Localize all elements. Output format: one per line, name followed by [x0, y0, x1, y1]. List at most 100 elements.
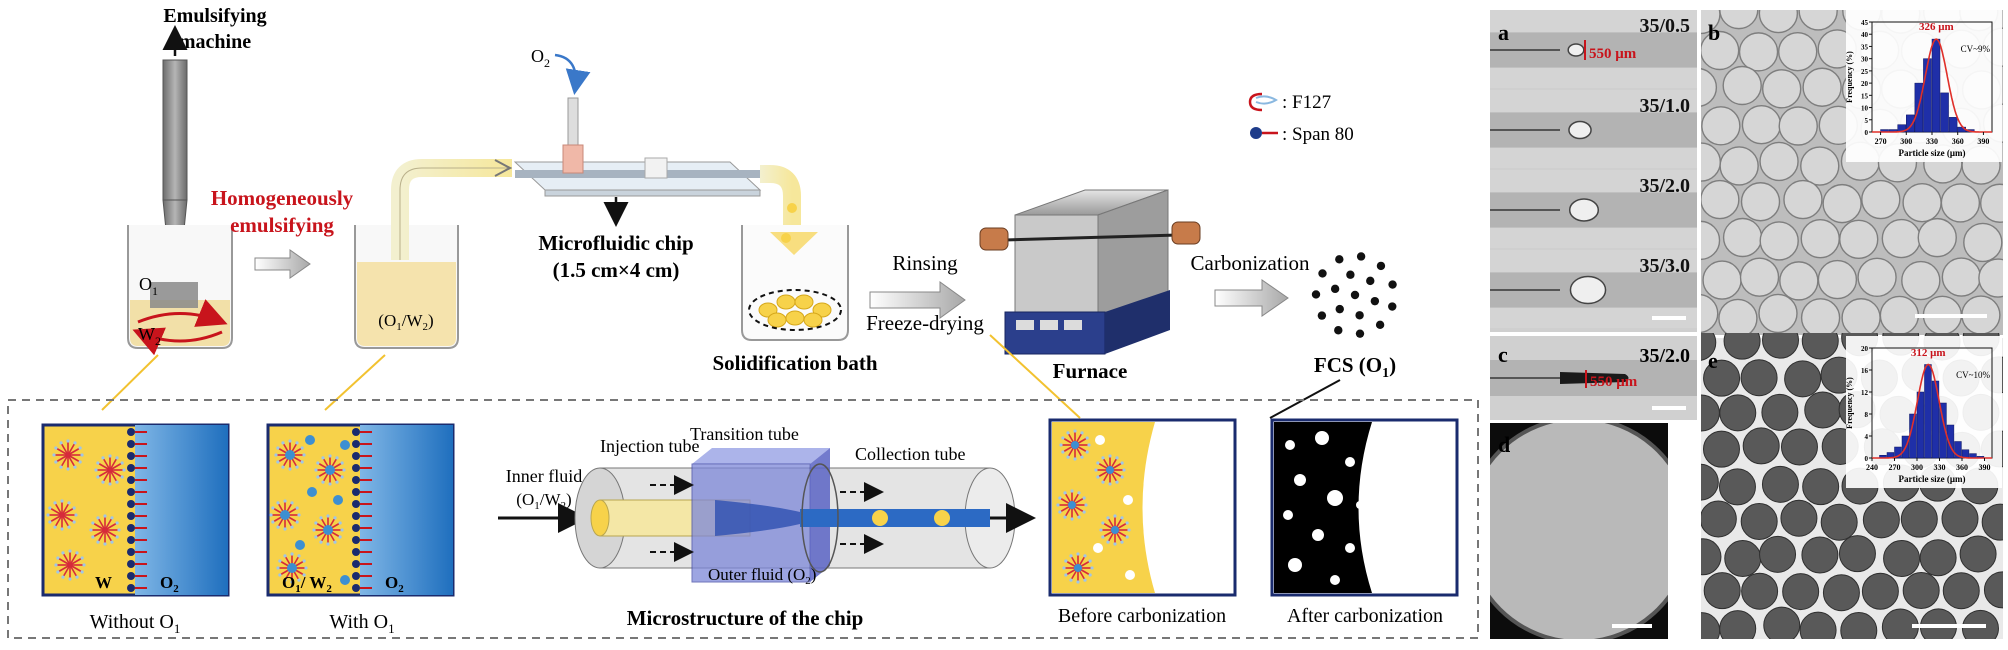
micelle-tip: [78, 460, 82, 464]
histogram-x-tick-label: 390: [1979, 463, 1991, 472]
histogram-y-tick-label: 0: [1865, 129, 1869, 137]
micelle-tip: [302, 573, 306, 577]
micelle-tip: [276, 525, 280, 529]
panel-e-particle: [1761, 465, 1799, 503]
micelle-arm: [67, 442, 76, 456]
micelle-tip: [67, 501, 71, 505]
micelle-tip: [1056, 503, 1060, 507]
fcs-particle: [1335, 255, 1344, 264]
histogram-bar: [1946, 424, 1955, 459]
panel-d-droplet: [1490, 423, 1668, 639]
outer-fluid-label: Outer fluid (O2): [708, 565, 816, 587]
pore-seed: [1095, 435, 1105, 445]
micelle-tip: [74, 513, 78, 517]
micelle-tip: [73, 441, 77, 445]
micelle-tip: [52, 453, 56, 457]
micelle-tip: [1087, 443, 1091, 447]
panel-e-particle: [1784, 360, 1822, 398]
furnace-front: [1014, 214, 1099, 326]
detail-frame: [7, 399, 1479, 639]
micelle-tip: [103, 542, 107, 546]
panel-e-particle: [1703, 359, 1741, 397]
panel-b-particle: [1722, 65, 1762, 106]
pore-seed: [1125, 570, 1135, 580]
panel-b-particle: [1738, 32, 1779, 72]
micelle-core: [68, 563, 72, 567]
panel-e-particle: [1981, 503, 2003, 541]
micelle-core: [1071, 441, 1079, 449]
micelle-tip: [300, 460, 304, 464]
o2-inlet-block: [562, 144, 584, 174]
micelle-arm: [60, 454, 69, 468]
histogram-x-tick-label: 360: [1956, 463, 1968, 472]
micelle-tip: [54, 563, 58, 567]
emulsifying-machine-label-2: machine: [179, 31, 251, 53]
micelle-tip: [274, 453, 278, 457]
panel-c-letter: c: [1498, 342, 1508, 367]
micelle-tip: [340, 475, 344, 479]
micelle-tip: [1069, 578, 1073, 582]
micelle-arm: [61, 502, 70, 516]
panel-a-scale-bar: [1652, 316, 1686, 320]
feed-tube-outline: [399, 167, 512, 260]
panel-e-particle: [1902, 571, 1940, 609]
panel-b-particle: [1701, 179, 1740, 220]
panel-b-particle: [1740, 182, 1781, 222]
micelle-core: [287, 563, 297, 573]
micelle-tip: [1073, 457, 1077, 461]
emulsion-label: (O1/W2): [378, 311, 433, 333]
micelle-core: [323, 525, 333, 535]
panel-e-particle: [1762, 333, 1799, 359]
micelle-tip: [1061, 436, 1065, 440]
micelle-arm: [57, 564, 71, 573]
panel-c-flow-rate: 35/2.0: [1639, 345, 1690, 367]
micelle-tip: [1084, 503, 1088, 507]
panel-e-particle: [1799, 611, 1837, 639]
panel-e-particle: [1723, 333, 1761, 360]
freeze-drying-label: Freeze-drying: [866, 311, 984, 335]
micelle-tip: [1080, 455, 1084, 459]
micelle-arm: [67, 447, 81, 456]
micelle-tip: [314, 468, 318, 472]
without-o1-micelles: [46, 439, 126, 581]
span80-head: [352, 560, 360, 568]
after-carb-caption: After carbonization: [1287, 605, 1443, 627]
panel-e-particle: [1701, 538, 1722, 576]
fcs-particle: [1350, 290, 1360, 300]
panel-b-particle: [1778, 31, 1818, 72]
histogram-y-label: Frequency (%): [1845, 377, 1854, 429]
furnace-cap-right: [1171, 221, 1201, 245]
micelle-arm: [54, 514, 63, 528]
span80-head: [352, 452, 360, 460]
micelle-tip: [1096, 461, 1100, 465]
carbon-pore: [1315, 431, 1329, 445]
panel-e-particle: [1701, 500, 1737, 538]
micelle-tip: [1120, 540, 1124, 544]
histogram-x-tick-label: 300: [1900, 137, 1912, 146]
micelle-tip: [314, 521, 318, 525]
micelle-tip: [94, 468, 98, 472]
span80-head: [352, 572, 360, 580]
w2-label: W2: [138, 324, 161, 348]
micelle-arm: [67, 454, 76, 468]
micelle-tip: [295, 465, 299, 469]
micelle-tip: [73, 465, 77, 469]
emulsifying-label: emulsifying: [230, 213, 334, 237]
micelle-tip: [1077, 491, 1081, 495]
micelle-tip: [276, 460, 280, 464]
injection-tube-label: Injection tube: [600, 436, 699, 456]
span80-head: [127, 572, 135, 580]
f127-legend-chain: [1255, 95, 1278, 105]
panel-b-particle: [1800, 298, 1841, 335]
micelle-arm: [92, 529, 106, 538]
micelle-tip: [1101, 480, 1105, 484]
micelle-arm: [54, 502, 63, 516]
micelle-tip: [328, 482, 332, 486]
micelle-tip: [101, 480, 105, 484]
panel-b-particle: [1802, 67, 1842, 107]
micelle-tip: [338, 521, 342, 525]
micelle-tip: [1101, 535, 1105, 539]
panel-d-letter: d: [1498, 432, 1510, 457]
